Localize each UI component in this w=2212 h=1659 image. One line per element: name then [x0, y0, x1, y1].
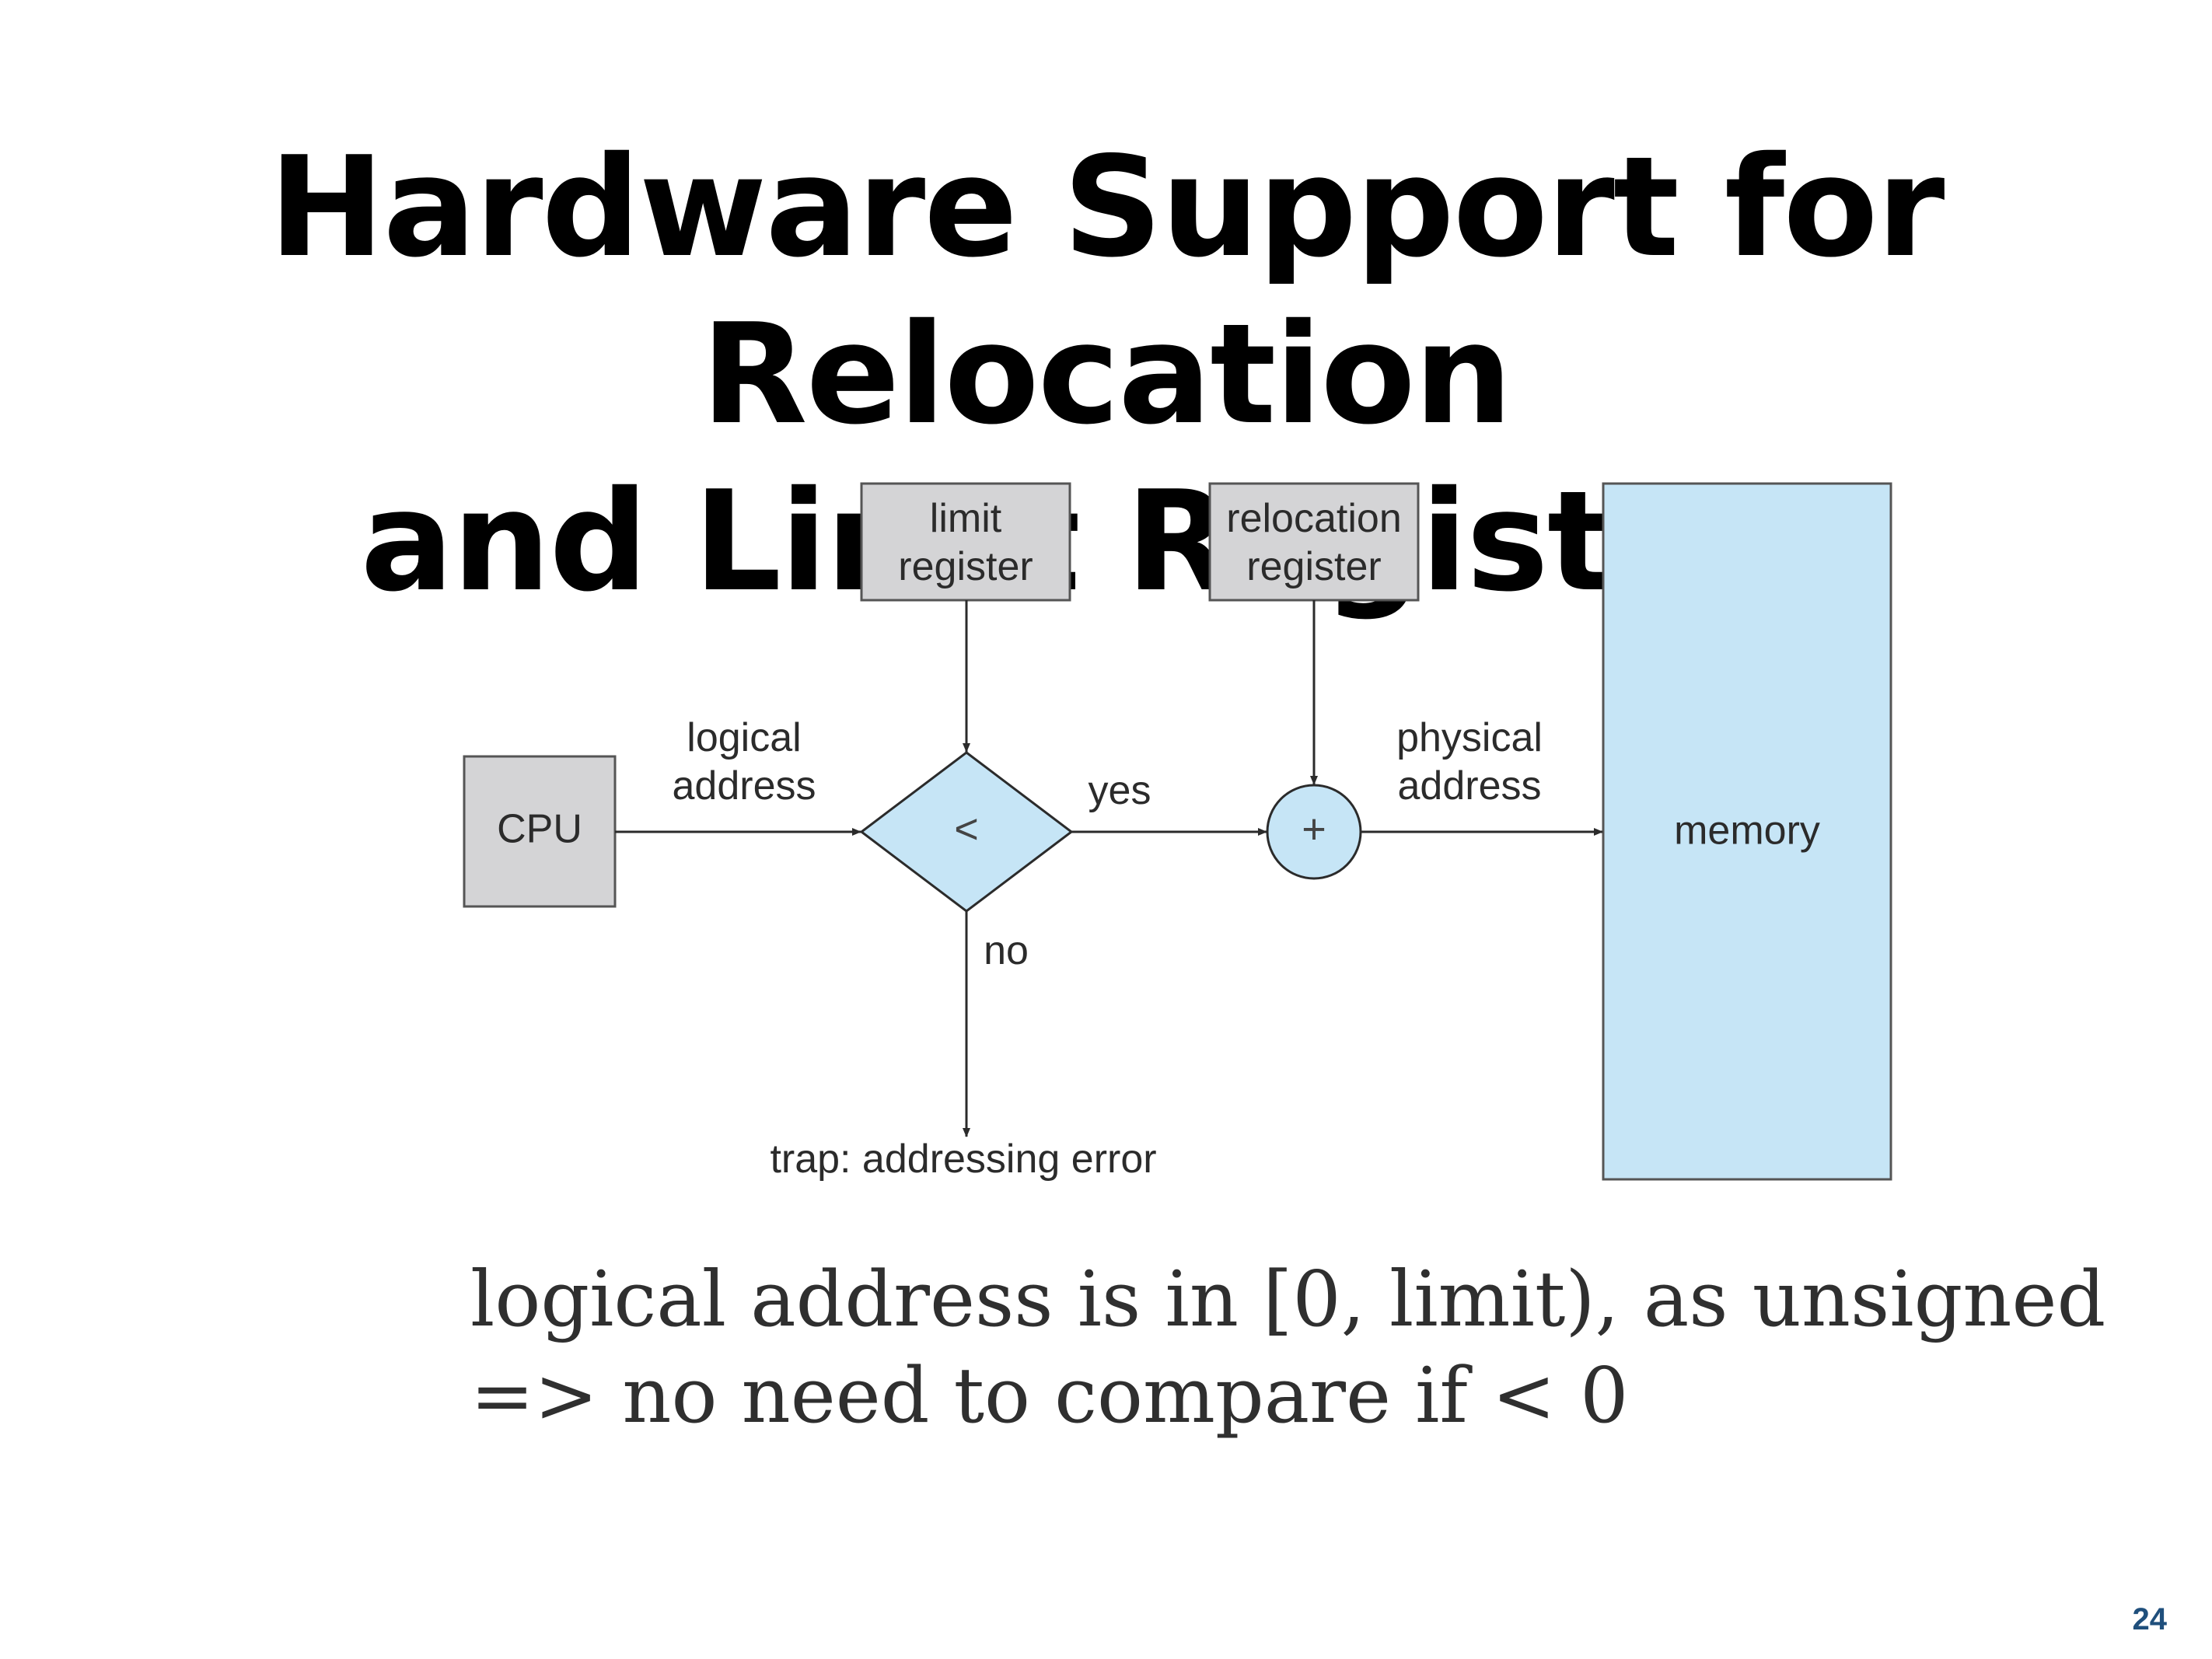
edge-label-address-2: address	[1398, 763, 1542, 809]
edge-label-yes: yes	[1089, 768, 1151, 813]
page-number: 24	[2132, 1602, 2168, 1636]
cpu-label: CPU	[497, 807, 582, 852]
limit-register-label-2: register	[898, 544, 1033, 589]
edge-label-logical: logical	[687, 715, 801, 760]
slide-title-line-1: Hardware Support for Relocation	[268, 127, 1945, 456]
plus-symbol: +	[1302, 805, 1326, 852]
comparator-diamond: <	[859, 751, 1074, 913]
relocation-register-label-2: register	[1246, 544, 1381, 589]
less-than-symbol: <	[954, 805, 979, 852]
note-line-1: logical address is in [0, limit), as uns…	[470, 1256, 2106, 1344]
trap-label: trap: addressing error	[770, 1137, 1156, 1182]
relocation-register-label-1: relocation	[1226, 496, 1401, 541]
memory-label: memory	[1674, 809, 1820, 854]
explanatory-note: logical address is in [0, limit), as uns…	[470, 1252, 2105, 1444]
note-line-2: => no need to compare if < 0	[470, 1352, 1629, 1441]
relocation-register-box: relocation register	[1208, 482, 1420, 602]
edge-label-no: no	[984, 928, 1029, 973]
memory-box: memory	[1602, 482, 1892, 1181]
edge-label-physical: physical	[1396, 715, 1543, 760]
limit-register-label-1: limit	[930, 496, 1002, 541]
limit-register-box: limit register	[860, 482, 1071, 602]
cpu-box: CPU	[463, 755, 617, 908]
edge-label-address-1: address	[673, 763, 816, 809]
adder-circle: +	[1266, 784, 1362, 880]
